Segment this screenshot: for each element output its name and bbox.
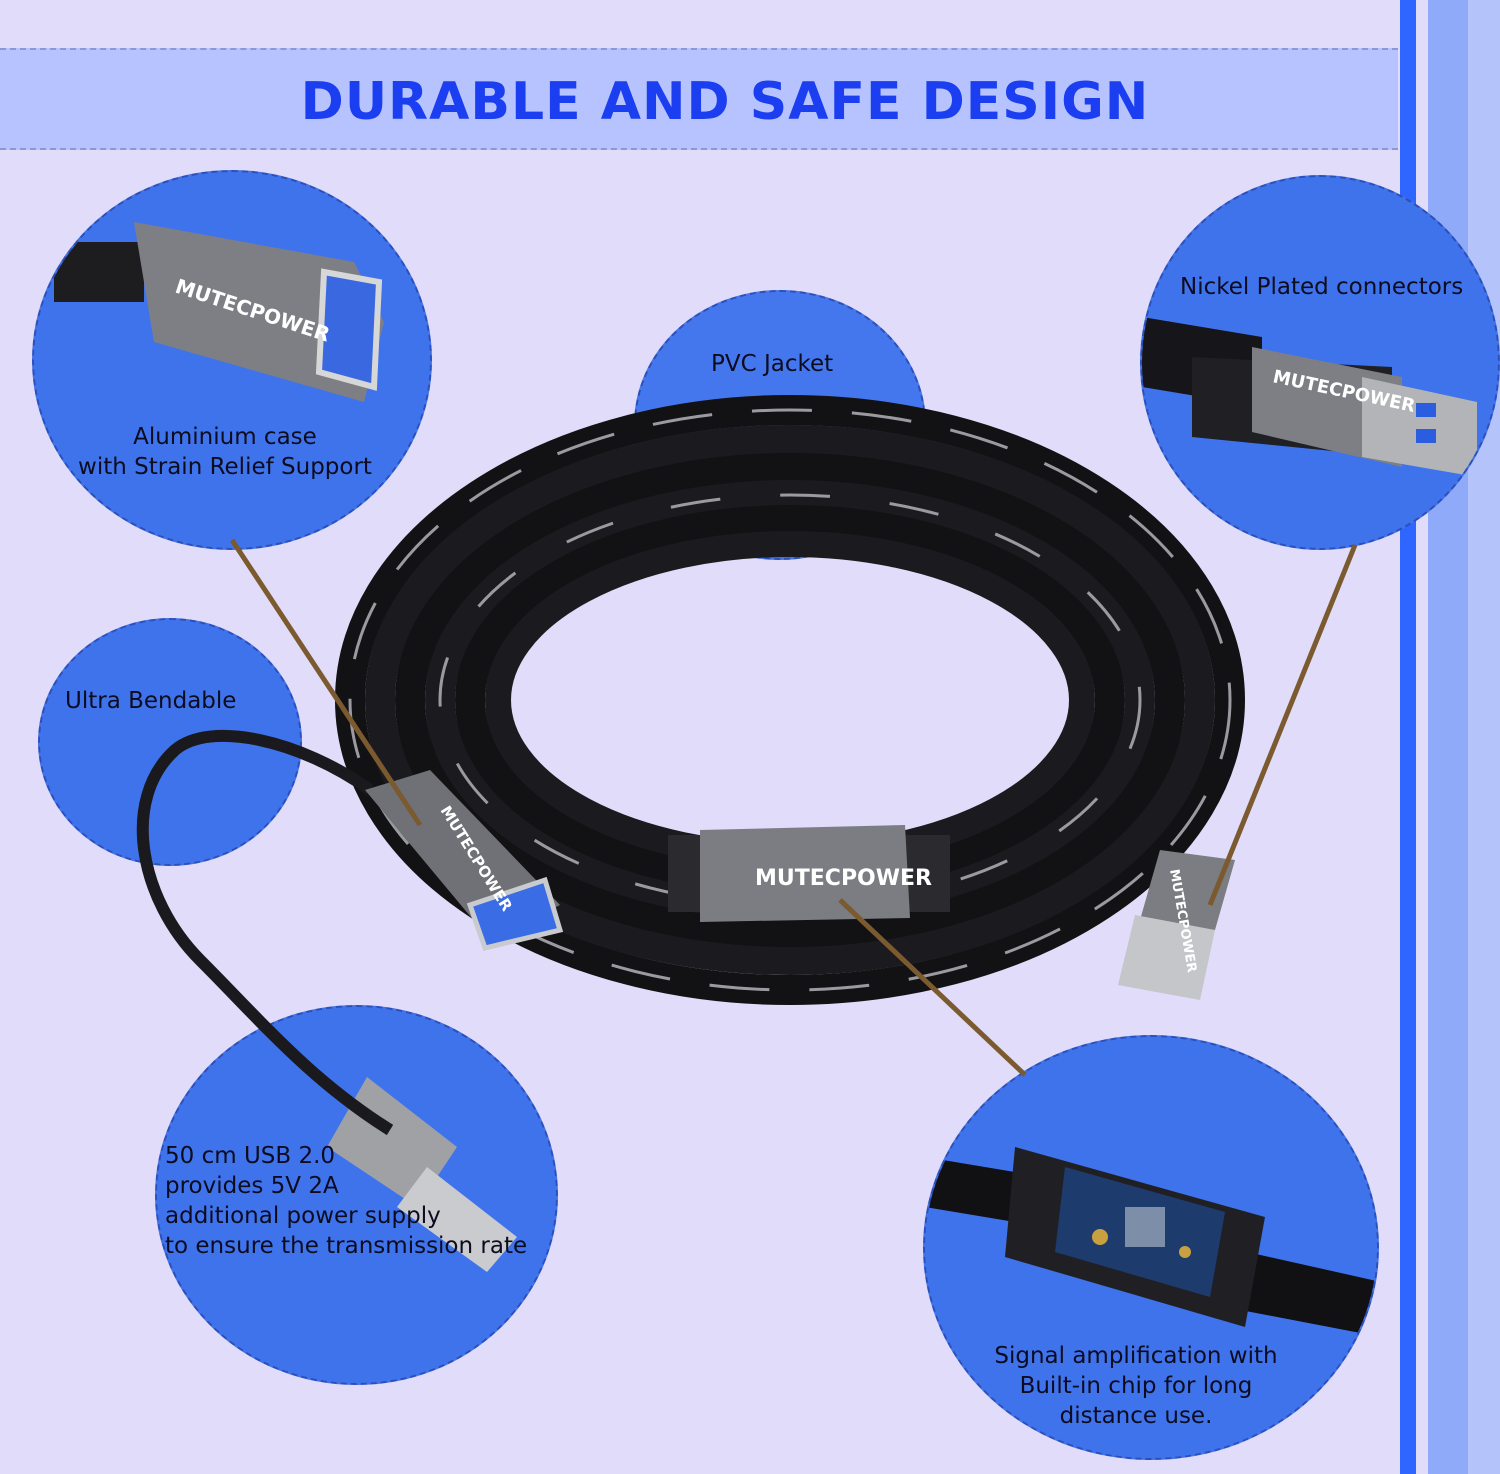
leader-line-nickel (1207, 544, 1358, 906)
label-aluminium-line1: Aluminium case (133, 424, 317, 450)
label-aluminium-line2: with Strain Relief Support (78, 454, 372, 480)
aluminium-connector-illustration: MUTECPOWER (54, 222, 384, 402)
label-signal: Signal amplification with Built-in chip … (975, 1341, 1297, 1431)
label-aluminium: Aluminium case with Strain Relief Suppor… (60, 422, 390, 482)
title-banner: DURABLE AND SAFE DESIGN (0, 48, 1398, 150)
nickel-connector-illustration: MUTECPOWER (1142, 317, 1477, 477)
label-nickel: Nickel Plated connectors (1180, 274, 1464, 300)
label-signal-line2: Built-in chip for long (1019, 1373, 1253, 1399)
label-pvc: PVC Jacket (711, 351, 834, 377)
label-usb2: 50 cm USB 2.0 provides 5V 2A additional … (165, 1141, 550, 1261)
label-usb2-line4: to ensure the transmission rate (165, 1233, 528, 1259)
label-usb2-line1: 50 cm USB 2.0 (165, 1143, 336, 1169)
logo-text-amplifier: MUTECPOWER (755, 866, 932, 891)
feature-circle-aluminium: MUTECPOWER (32, 170, 432, 550)
leader-line-aluminium (229, 538, 423, 827)
leader-line-signal (838, 898, 1027, 1077)
label-usb2-line2: provides 5V 2A (165, 1173, 339, 1199)
page-title: DURABLE AND SAFE DESIGN (300, 72, 1150, 132)
label-bendable: Ultra Bendable (65, 688, 237, 714)
label-signal-line3: distance use. (1059, 1403, 1213, 1429)
feature-circle-signal (923, 1035, 1379, 1460)
label-signal-line1: Signal amplification with (994, 1343, 1278, 1369)
feature-circle-nickel: MUTECPOWER (1140, 175, 1500, 550)
label-usb2-line3: additional power supply (165, 1203, 441, 1229)
right-stripe-lighter (1468, 0, 1500, 1474)
chip-board-illustration (925, 1147, 1377, 1337)
